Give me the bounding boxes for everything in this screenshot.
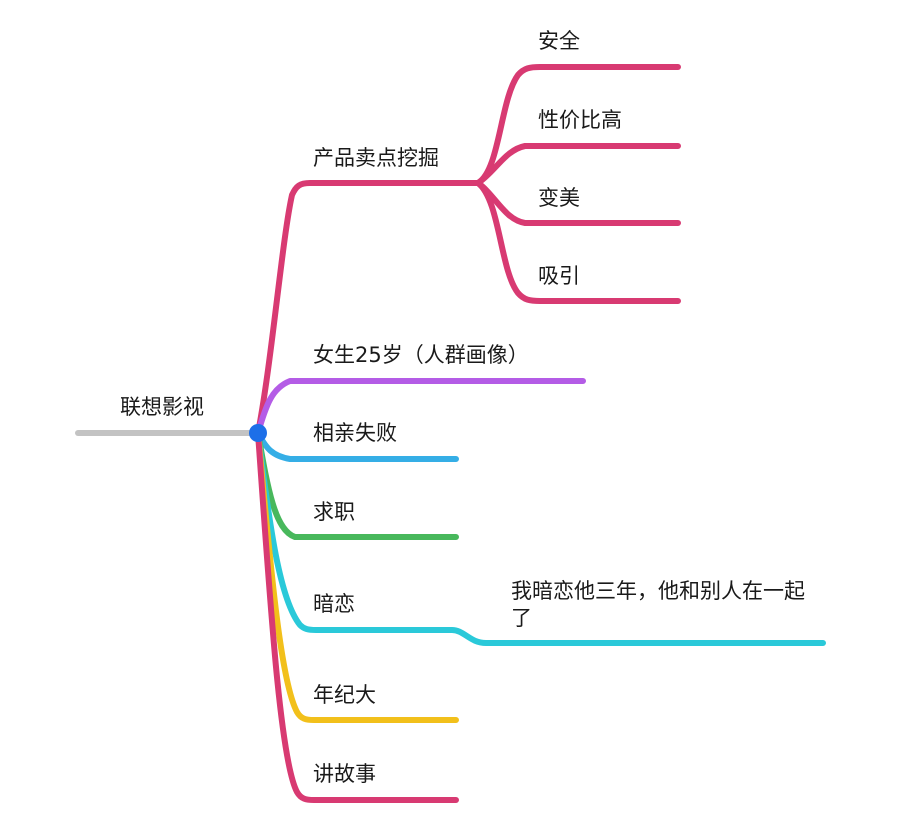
branch-label-storytelling[interactable]: 讲故事 (313, 762, 376, 786)
subbranch-label-attract[interactable]: 吸引 (538, 264, 580, 288)
connector-job-hunting (255, 430, 459, 540)
subbranch-label-beauty[interactable]: 变美 (538, 186, 580, 210)
connector-attract (475, 180, 681, 304)
connector-cost-effective (475, 143, 681, 186)
branch-label-crush[interactable]: 暗恋 (313, 592, 355, 616)
connector-crush (255, 430, 826, 646)
connector-persona (255, 378, 586, 436)
branch-label-job-hunting[interactable]: 求职 (313, 500, 355, 524)
subbranch-label-safe[interactable]: 安全 (538, 29, 580, 53)
branch-label-product-selling-points[interactable]: 产品卖点挖掘 (313, 146, 439, 170)
hub-node-dot[interactable] (249, 424, 267, 442)
connector-safe (475, 64, 681, 186)
root-topic-label[interactable]: 联想影视 (120, 395, 204, 419)
connector-storytelling (255, 430, 459, 803)
branch-label-older-age[interactable]: 年纪大 (313, 683, 376, 707)
subbranch-label-crush-story[interactable]: 我暗恋他三年，他和别人在一起了 (511, 579, 805, 630)
connector-product-selling-points (255, 180, 481, 436)
connector-older-age (255, 430, 459, 723)
branch-label-blind-date[interactable]: 相亲失败 (313, 421, 397, 445)
subbranch-label-cost-effective[interactable]: 性价比高 (538, 108, 622, 132)
branch-label-persona[interactable]: 女生25岁（人群画像） (313, 343, 529, 367)
